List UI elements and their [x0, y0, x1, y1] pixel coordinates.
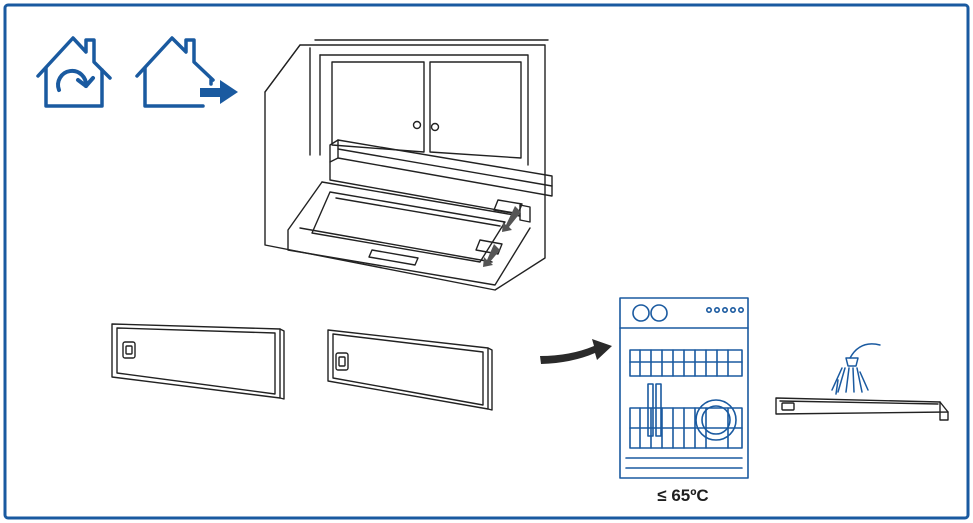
wall-cabinet-with-hood — [264, 39, 553, 291]
curved-arrow-icon — [540, 339, 612, 364]
water-tap-icon — [831, 343, 881, 395]
diagram-border — [3, 3, 970, 520]
extraction-house-icon — [135, 36, 215, 108]
dishwasher-icon — [619, 297, 749, 479]
pull-arrow-icons — [483, 206, 521, 267]
grease-filter-middle — [327, 329, 493, 411]
grease-filter-left — [111, 323, 285, 400]
recirculation-house-icon — [36, 36, 112, 108]
washed-filter — [775, 397, 949, 421]
arrow-right-icon — [200, 80, 238, 104]
temperature-label: ≤ 65ºC — [657, 486, 708, 505]
